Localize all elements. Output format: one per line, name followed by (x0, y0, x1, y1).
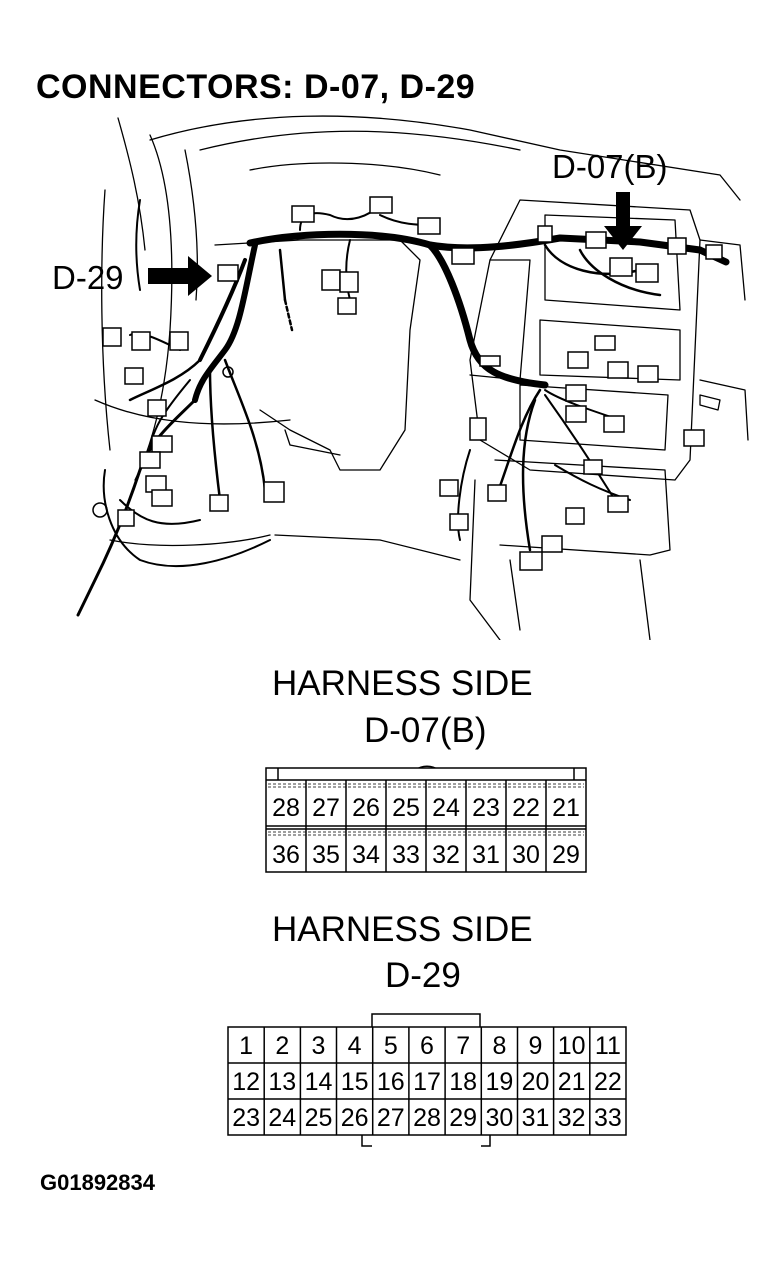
pin-label: 16 (377, 1068, 405, 1096)
pin-label: 20 (522, 1068, 550, 1096)
pin-label: 7 (456, 1032, 470, 1060)
pin-label: 27 (312, 794, 340, 822)
pin-label: 6 (420, 1032, 434, 1060)
arrow-d29 (148, 256, 212, 296)
pin-label: 13 (268, 1068, 296, 1096)
pin-label: 11 (595, 1032, 621, 1060)
pin-label: 3 (312, 1032, 326, 1060)
d29-connector-name: D-29 (385, 956, 461, 995)
pin-label: 25 (305, 1104, 333, 1132)
pin-label: 29 (552, 841, 580, 869)
pin-label: 18 (449, 1068, 477, 1096)
pin-label: 35 (312, 841, 340, 869)
pin-label: 34 (352, 841, 380, 869)
pin-label: 23 (232, 1104, 260, 1132)
pin-label: 27 (377, 1104, 405, 1132)
pin-label: 33 (594, 1104, 622, 1132)
d07b-callout-label: D-07(B) (552, 148, 668, 185)
pin-label: 1 (239, 1032, 253, 1060)
pin-label: 33 (392, 841, 420, 869)
figure-code: G01892834 (40, 1170, 155, 1195)
pin-label: 31 (472, 841, 500, 869)
pin-label: 8 (492, 1032, 506, 1060)
connector-d29-location (217, 264, 239, 282)
pin-label: 21 (558, 1068, 586, 1096)
pin-label: 2 (275, 1032, 289, 1060)
pin-label: 10 (558, 1032, 586, 1060)
pin-label: 26 (341, 1104, 369, 1132)
pin-label: 24 (432, 794, 460, 822)
pin-label: 21 (552, 794, 580, 822)
pin-label: 9 (529, 1032, 543, 1060)
pin-label: 28 (272, 794, 300, 822)
d29-harness-side-label: HARNESS SIDE (272, 910, 533, 949)
pin-label: 36 (272, 841, 300, 869)
pin-label: 22 (512, 794, 540, 822)
dashboard-outline (149, 115, 741, 201)
pin-label: 19 (485, 1068, 513, 1096)
connector-d07b-location (609, 257, 633, 277)
harness-illustration (76, 115, 749, 640)
d07b-harness-side-label: HARNESS SIDE (272, 664, 533, 703)
pillar-outline (117, 117, 146, 251)
pin-label: 29 (449, 1104, 477, 1132)
pin-label: 30 (512, 841, 540, 869)
pin-label: 26 (352, 794, 380, 822)
pin-label: 23 (472, 794, 500, 822)
pin-label: 5 (384, 1032, 398, 1060)
center-console-outline (469, 199, 701, 481)
pin-label: 22 (594, 1068, 622, 1096)
d07b-connector-name: D-07(B) (364, 711, 487, 750)
pin-label: 28 (413, 1104, 441, 1132)
pin-label: 15 (341, 1068, 369, 1096)
page-title: CONNECTORS: D-07, D-29 (36, 68, 476, 106)
arrow-d07b (604, 192, 642, 250)
pin-label: 24 (268, 1104, 296, 1132)
pin-label: 32 (558, 1104, 586, 1132)
pin-label: 25 (392, 794, 420, 822)
pin-label: 14 (305, 1068, 333, 1096)
pin-label: 17 (413, 1068, 441, 1096)
pin-label: 30 (485, 1104, 513, 1132)
pin-label: 32 (432, 841, 460, 869)
pin-label: 4 (348, 1032, 362, 1060)
d29-callout-label: D-29 (52, 259, 124, 296)
pin-label: 12 (232, 1068, 260, 1096)
pin-label: 31 (522, 1104, 550, 1132)
